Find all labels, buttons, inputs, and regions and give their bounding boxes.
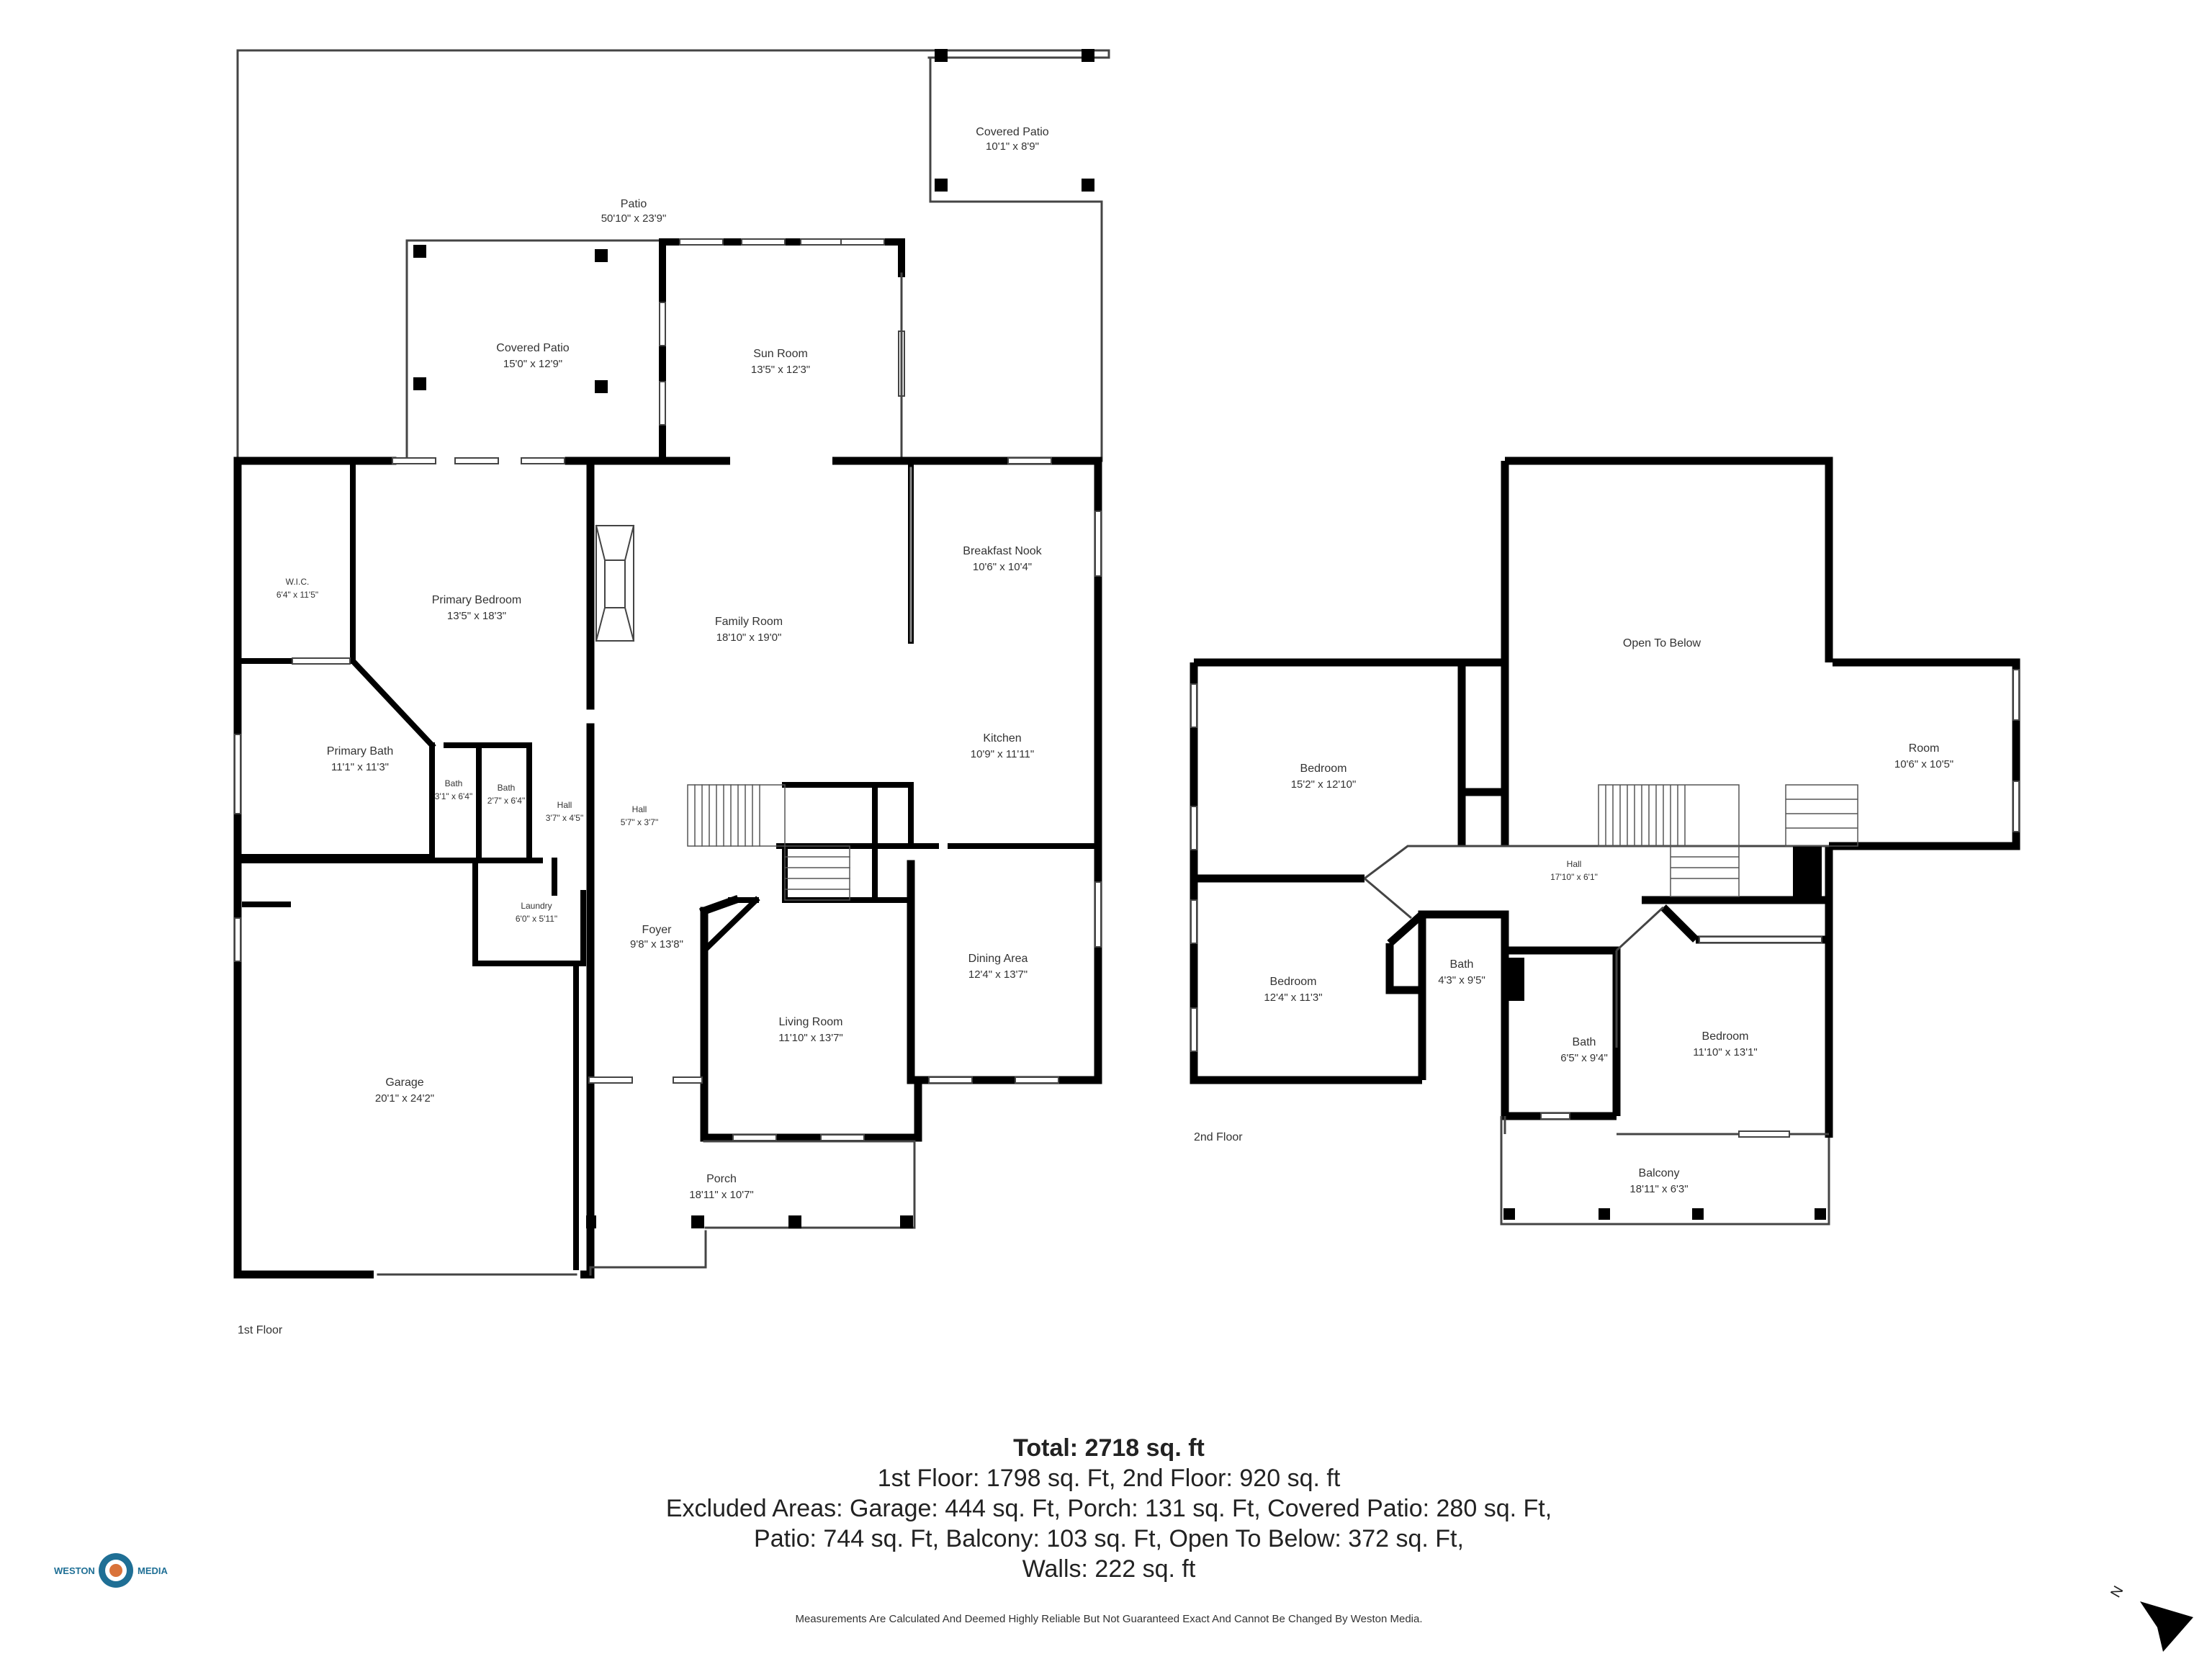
label-bath-1-name: Bath — [1450, 958, 1474, 971]
label-bath-a-dim: 3'1" x 6'4" — [435, 791, 472, 801]
excluded-areas-2: Patio: 744 sq. Ft, Balcony: 103 sq. Ft, … — [754, 1525, 1464, 1552]
label-bedroom-2-dim: 12'4" x 11'3" — [1264, 992, 1322, 1004]
label-covered-patio-top-dim: 10'1" x 8'9" — [986, 140, 1039, 153]
stairs-icon — [687, 784, 850, 901]
interior-walls — [235, 458, 1101, 1277]
label-kitchen-dim: 10'9" x 11'11" — [971, 748, 1034, 760]
first-floor-label: 1st Floor — [238, 1324, 283, 1336]
label-bedroom-1-dim: 15'2" x 12'10" — [1291, 778, 1357, 791]
label-laundry-dim: 6'0" x 5'11" — [516, 914, 557, 924]
room-labels: Patio 50'10" x 23'9" Covered Patio 10'1"… — [238, 126, 1954, 1336]
label-room-dim: 10'6" x 10'5" — [1894, 758, 1954, 770]
aperture-icon — [99, 1553, 133, 1588]
label-bath-2-dim: 6'5" x 9'4" — [1560, 1052, 1608, 1064]
label-primary-bath-name: Primary Bath — [327, 745, 393, 757]
label-covered-patio-top-name: Covered Patio — [976, 126, 1048, 138]
label-sun-room-name: Sun Room — [753, 348, 808, 360]
label-balcony-name: Balcony — [1639, 1167, 1680, 1179]
label-patio-dim: 50'10" x 23'9" — [601, 212, 667, 225]
weston-media-logo: WESTON MEDIA — [54, 1553, 168, 1588]
fireplace-icon — [595, 524, 635, 642]
exterior-walls — [233, 457, 1102, 1279]
label-primary-bath-dim: 11'1" x 11'3" — [331, 761, 389, 773]
logo-text-right: MEDIA — [138, 1565, 168, 1576]
label-bath-b-dim: 2'7" x 6'4" — [487, 796, 525, 806]
second-floor — [1190, 457, 2020, 1226]
label-family-room-name: Family Room — [715, 616, 783, 628]
label-hall-2-dim: 17'10" x 6'1" — [1550, 872, 1598, 882]
bath-column — [1509, 958, 1524, 1001]
label-hall-b-dim: 5'7" x 3'7" — [621, 817, 658, 827]
label-hall-2-name: Hall — [1567, 859, 1582, 869]
label-wic-name: W.I.C. — [286, 577, 310, 587]
porch-posts — [586, 1215, 913, 1228]
patio-outline — [236, 49, 1110, 462]
openings — [374, 457, 832, 1279]
label-bedroom-2-name: Bedroom — [1270, 976, 1317, 988]
second-floor-walls — [1190, 457, 2020, 1138]
label-living-room-name: Living Room — [779, 1016, 843, 1028]
label-hall-b-name: Hall — [632, 804, 647, 814]
total-area: Total: 2718 sq. ft — [1013, 1434, 1205, 1462]
floor-areas: 1st Floor: 1798 sq. Ft, 2nd Floor: 920 s… — [877, 1465, 1341, 1492]
label-breakfast-nook-dim: 10'6" x 10'4" — [973, 561, 1032, 573]
label-porch-name: Porch — [706, 1173, 737, 1185]
label-balcony-dim: 18'11" x 6'3" — [1629, 1183, 1688, 1195]
first-floor — [233, 49, 1110, 1279]
label-foyer-dim: 9'8" x 13'8" — [630, 938, 683, 950]
label-room-name: Room — [1909, 742, 1940, 755]
label-open-to-below: Open To Below — [1623, 637, 1701, 649]
label-bedroom-3-name: Bedroom — [1702, 1030, 1749, 1043]
stairs-icon-2 — [1598, 784, 1858, 897]
label-covered-patio-dim: 15'0" x 12'9" — [503, 358, 562, 370]
north-label: N — [2108, 1583, 2126, 1601]
label-wic-dim: 6'4" x 11'5" — [276, 590, 318, 600]
disclaimer: Measurements Are Calculated And Deemed H… — [795, 1613, 1423, 1625]
sun-room-windows — [659, 238, 905, 459]
label-garage-dim: 20'1" x 24'2" — [375, 1092, 434, 1105]
label-living-room-dim: 11'10" x 13'7" — [778, 1032, 843, 1044]
label-bath-2-name: Bath — [1573, 1036, 1596, 1048]
porch-outline — [589, 1140, 916, 1276]
area-summary: Total: 2718 sq. ft 1st Floor: 1798 sq. F… — [504, 1433, 1714, 1584]
covered-patio-posts — [413, 49, 1094, 393]
label-family-room-dim: 18'10" x 19'0" — [716, 631, 782, 644]
label-bath-1-dim: 4'3" x 9'5" — [1438, 974, 1485, 986]
label-hall-a-name: Hall — [557, 800, 572, 810]
label-primary-bedroom-name: Primary Bedroom — [432, 594, 521, 606]
excluded-areas-1: Excluded Areas: Garage: 444 sq. Ft, Porc… — [665, 1495, 1552, 1522]
label-breakfast-nook-name: Breakfast Nook — [963, 545, 1042, 557]
balcony-posts — [1503, 1208, 1826, 1220]
label-bedroom-3-dim: 11'10" x 13'1" — [1693, 1046, 1758, 1058]
label-patio-name: Patio — [621, 198, 647, 210]
label-bedroom-1-name: Bedroom — [1300, 763, 1347, 775]
second-floor-label: 2nd Floor — [1194, 1131, 1243, 1143]
label-kitchen-name: Kitchen — [983, 732, 1021, 745]
wall-windows — [234, 457, 1102, 1141]
label-primary-bedroom-dim: 13'5" x 18'3" — [447, 610, 506, 622]
label-laundry-name: Laundry — [521, 901, 552, 911]
label-bath-b-name: Bath — [498, 783, 516, 793]
label-foyer-name: Foyer — [642, 924, 673, 936]
second-floor-windows — [1190, 669, 2020, 1138]
label-sun-room-dim: 13'5" x 12'3" — [751, 364, 810, 376]
label-bath-a-name: Bath — [445, 778, 463, 788]
logo-text-left: WESTON — [54, 1565, 95, 1576]
label-covered-patio-name: Covered Patio — [496, 342, 569, 354]
walls-area: Walls: 222 sq. ft — [1022, 1555, 1196, 1583]
label-dining-area-name: Dining Area — [968, 953, 1028, 965]
chimney-block — [1793, 846, 1822, 896]
label-hall-a-dim: 3'7" x 4'5" — [546, 813, 583, 823]
north-arrow-icon: N — [2108, 1583, 2193, 1652]
label-porch-dim: 18'11" x 10'7" — [689, 1189, 754, 1201]
label-garage-name: Garage — [385, 1076, 423, 1089]
label-dining-area-dim: 12'4" x 13'7" — [968, 968, 1028, 981]
